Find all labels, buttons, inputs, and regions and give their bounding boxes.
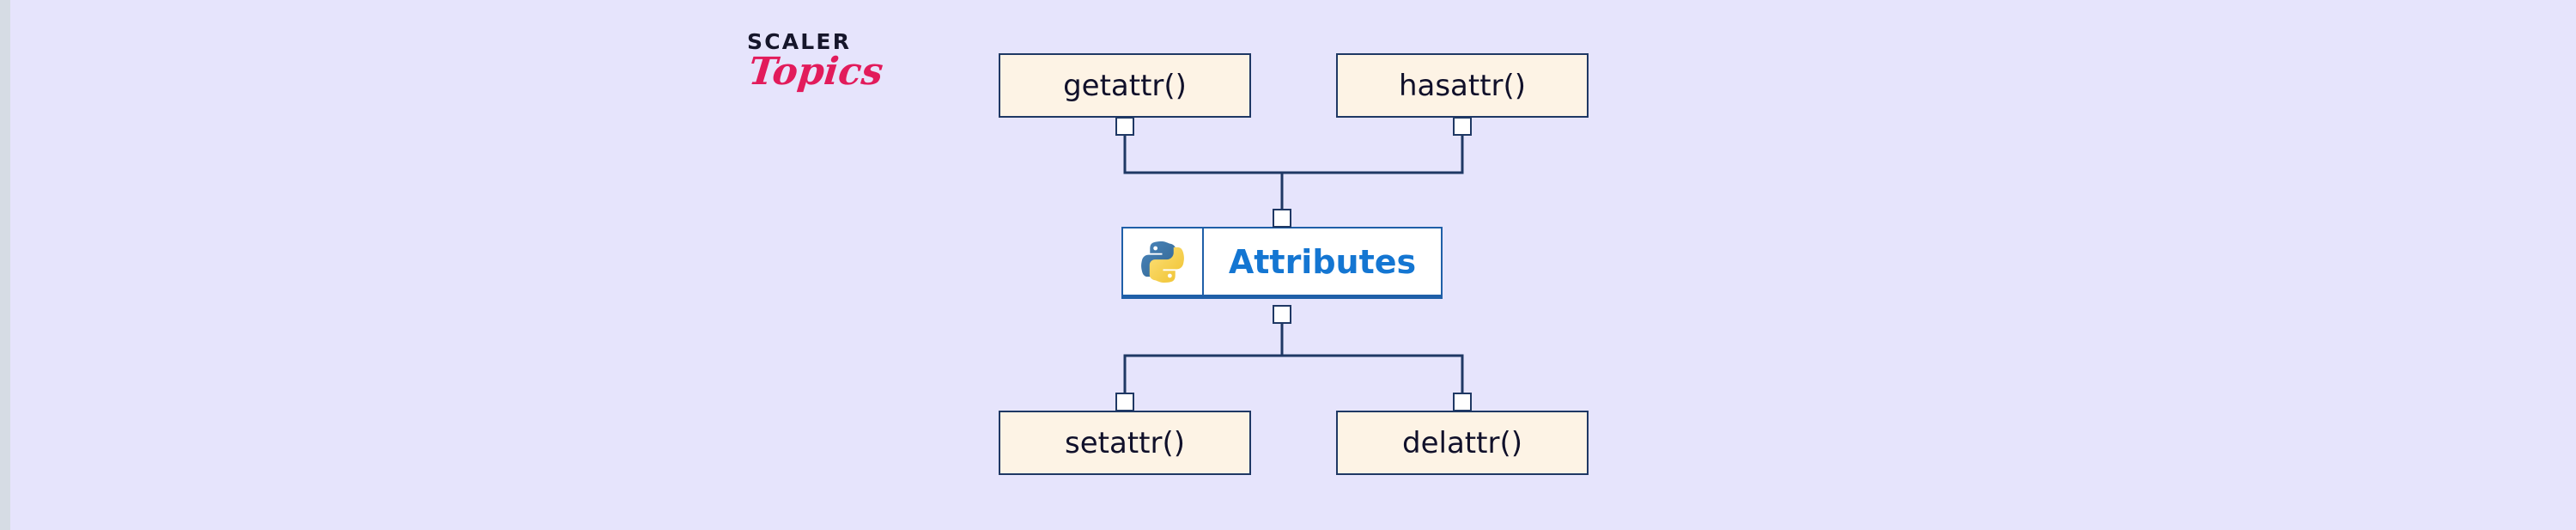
connector-getattr (1123, 127, 1282, 174)
node-getattr[interactable]: getattr() (999, 53, 1251, 118)
python-logo-icon (1141, 241, 1184, 283)
node-setattr-label: setattr() (1065, 425, 1185, 460)
center-text-cell: Attributes (1204, 228, 1441, 295)
node-delattr[interactable]: delattr() (1336, 411, 1589, 475)
center-label: Attributes (1228, 242, 1417, 281)
joint-getattr (1115, 117, 1134, 136)
left-edge-strip (0, 0, 10, 530)
connector-setattr (1123, 354, 1282, 401)
connector-delattr (1282, 354, 1464, 401)
node-delattr-label: delattr() (1402, 425, 1522, 460)
joint-delattr (1453, 393, 1472, 411)
node-setattr[interactable]: setattr() (999, 411, 1251, 475)
node-hasattr-label: hasattr() (1398, 68, 1527, 103)
joint-center-top (1273, 209, 1291, 228)
joint-setattr (1115, 393, 1134, 411)
node-attributes-center[interactable]: Attributes (1121, 227, 1443, 299)
node-getattr-label: getattr() (1063, 68, 1187, 103)
scaler-topics-logo: SCALER Topics (744, 29, 884, 108)
node-hasattr[interactable]: hasattr() (1336, 53, 1589, 118)
center-logo-cell (1123, 228, 1204, 295)
joint-center-bottom (1273, 305, 1291, 324)
logo-scaler-wordmark: SCALER (747, 29, 852, 54)
connector-hasattr (1282, 127, 1464, 174)
joint-hasattr (1453, 117, 1472, 136)
